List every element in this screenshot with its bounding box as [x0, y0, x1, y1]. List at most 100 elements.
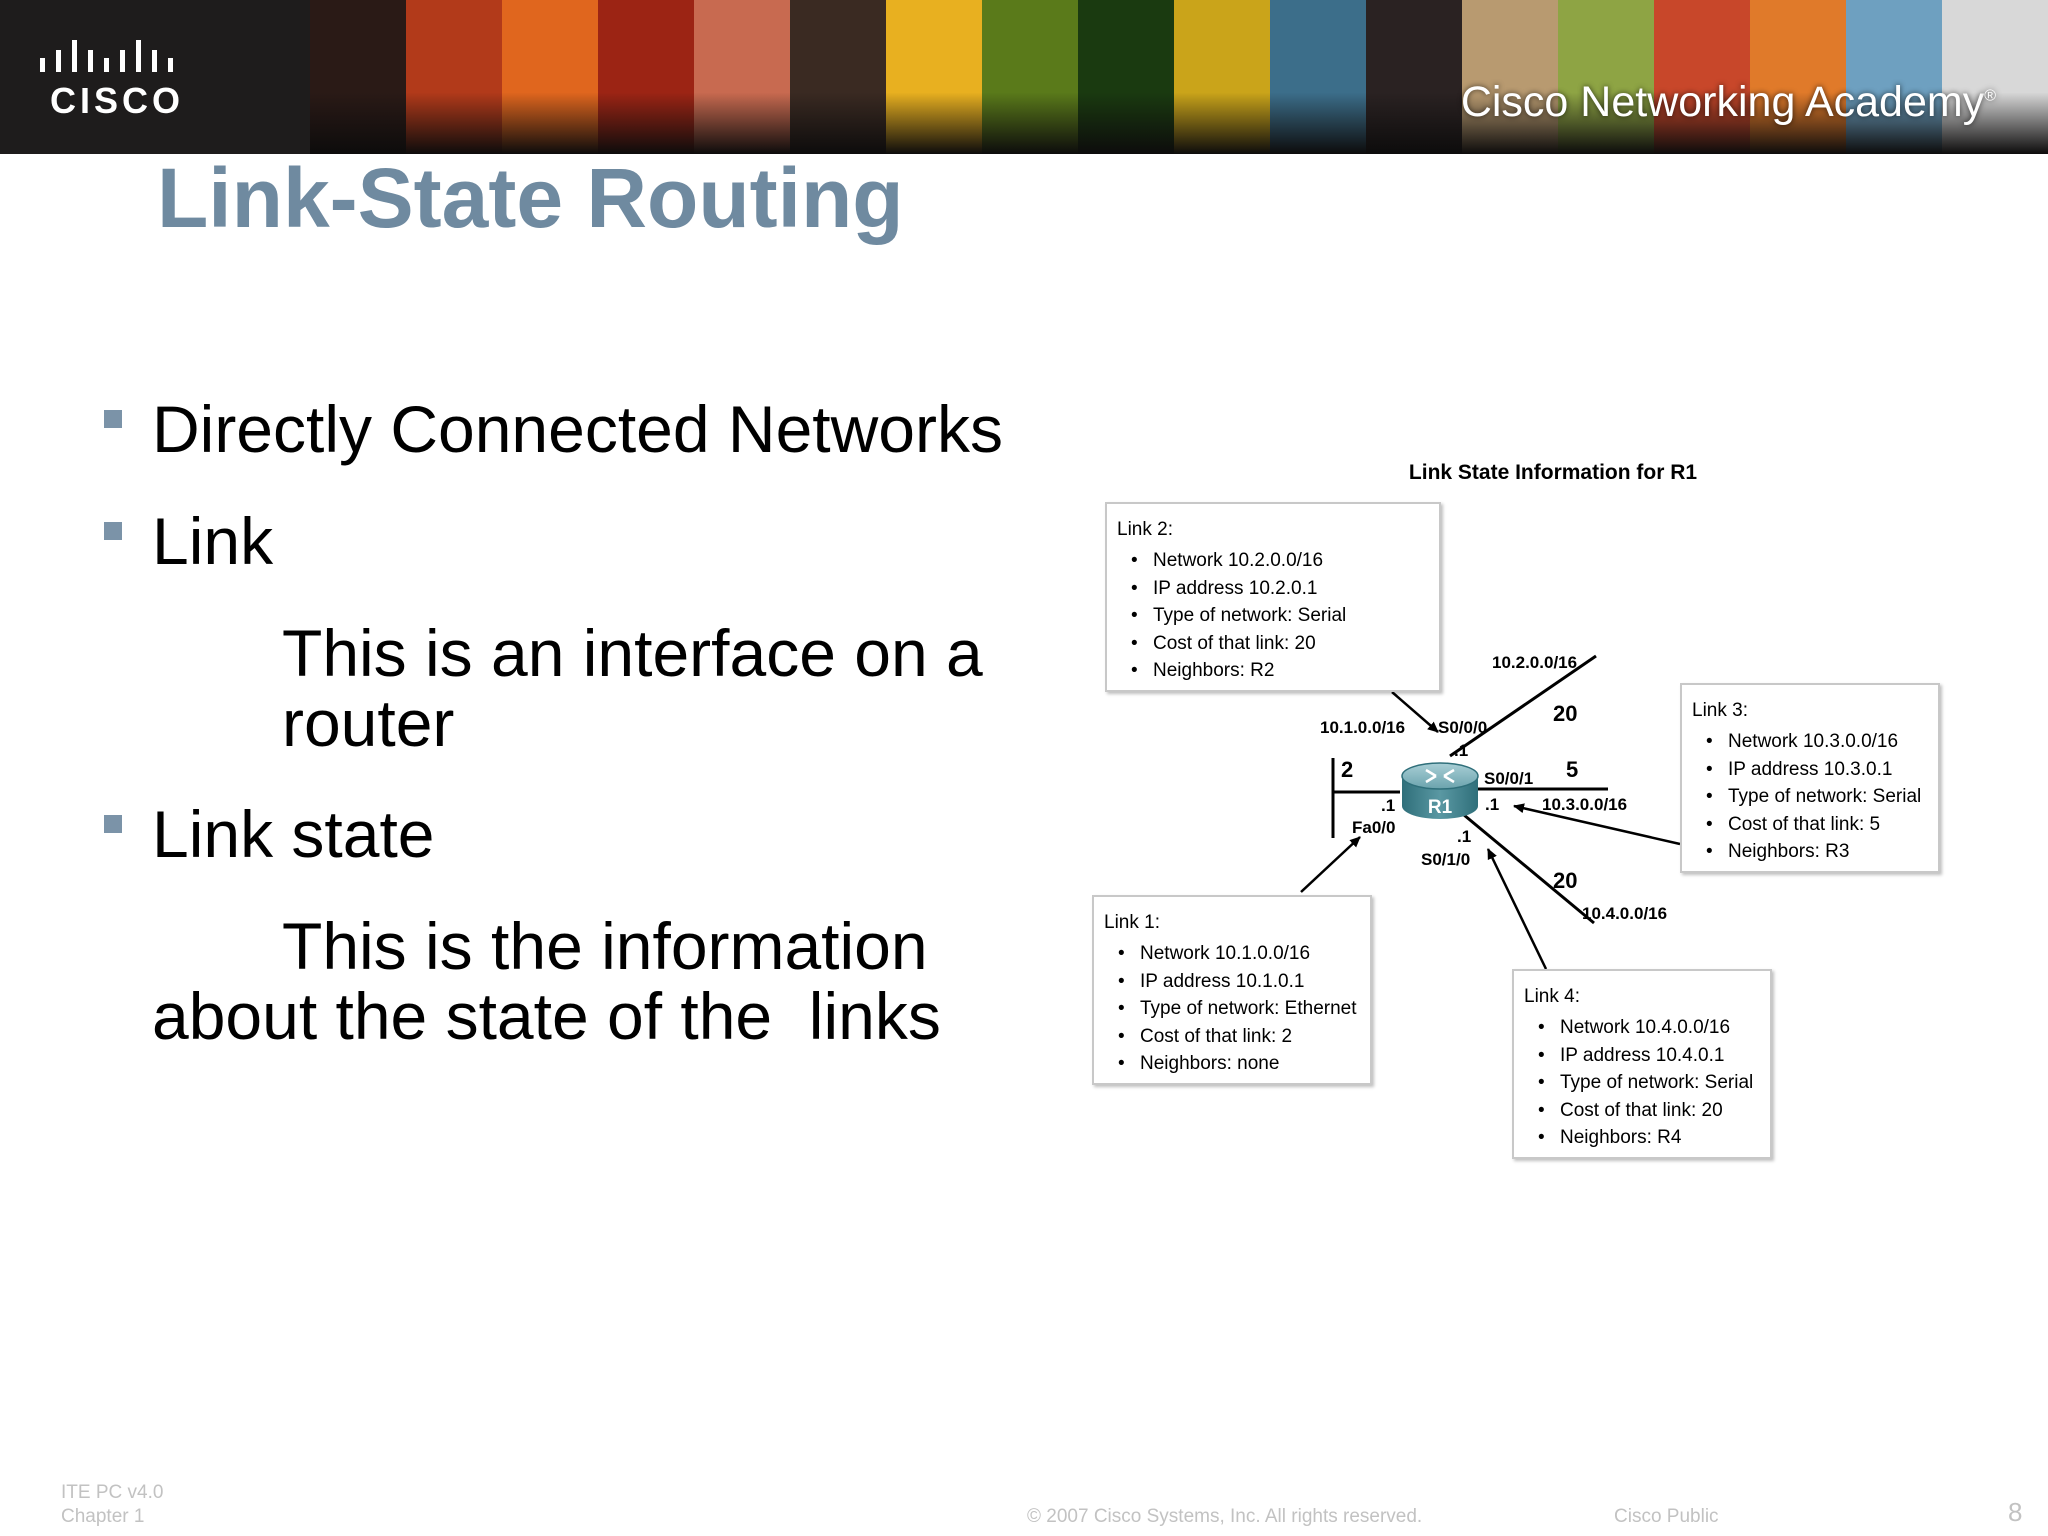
link4-details: Network 10.4.0.0/16 IP address 10.4.0.1 …	[1524, 1014, 1760, 1152]
footer-course: ITE PC v4.0	[61, 1482, 164, 1503]
link4-title: Link 4:	[1524, 986, 1580, 1007]
banner-photo-tile	[1942, 0, 2048, 154]
host-label-link3: .1	[1485, 795, 1499, 814]
list-item: Network 10.4.0.0/16	[1538, 1014, 1760, 1042]
list-item: Neighbors: R3	[1706, 838, 1928, 866]
banner-photo-tile	[1078, 0, 1174, 154]
list-item: Cost of that link: 20	[1131, 630, 1429, 658]
list-item: Network 10.3.0.0/16	[1706, 728, 1928, 756]
link2-cable	[1449, 654, 1597, 758]
interface-s010: S0/1/0	[1421, 850, 1470, 869]
interface-s001: S0/0/1	[1484, 769, 1533, 788]
list-item: Neighbors: R2	[1131, 657, 1429, 685]
bullet-link-state: Link state	[152, 797, 435, 871]
slide-title: Link-State Routing	[157, 151, 904, 245]
list-item: Cost of that link: 20	[1538, 1097, 1760, 1125]
bullet-square-icon	[104, 522, 122, 540]
banner-photo-tile	[598, 0, 694, 154]
list-item: Type of network: Serial	[1706, 783, 1928, 811]
link1-title: Link 1:	[1104, 912, 1160, 933]
banner-photo-tile	[1174, 0, 1270, 154]
network-label-10-3: 10.3.0.0/16	[1542, 795, 1627, 814]
banner-photo-tile	[1558, 0, 1654, 154]
interface-s000: S0/0/0	[1438, 718, 1487, 737]
banner-photo-tile	[1750, 0, 1846, 154]
registered-mark: ®	[1984, 87, 1996, 105]
cisco-wordmark: CISCO	[50, 80, 185, 121]
banner-photo-tile	[310, 0, 406, 154]
link-state-definition-line1: This is the information	[282, 909, 928, 983]
cost-link3: 5	[1566, 757, 1578, 782]
network-label-10-1: 10.1.0.0/16	[1320, 718, 1405, 737]
footer-classification: Cisco Public	[1614, 1506, 1719, 1527]
link-definition-line2: router	[282, 686, 455, 760]
cost-link1: 2	[1341, 757, 1353, 782]
link4-cable	[1463, 813, 1595, 925]
link-definition-line1: This is an interface on a	[282, 616, 983, 690]
link3-details: Network 10.3.0.0/16 IP address 10.3.0.1 …	[1692, 728, 1928, 866]
list-item: IP address 10.4.0.1	[1538, 1042, 1760, 1070]
academy-name: Cisco Networking Academy	[1460, 78, 1985, 126]
bullet-directly-connected: Directly Connected Networks	[152, 392, 1003, 466]
banner-photo-tile	[1366, 0, 1462, 154]
link2-info-box: Link 2: Network 10.2.0.0/16 IP address 1…	[1105, 502, 1441, 692]
link1-details: Network 10.1.0.0/16 IP address 10.1.0.1 …	[1104, 940, 1360, 1078]
banner-photo-tile	[982, 0, 1078, 154]
list-item: IP address 10.2.0.1	[1131, 575, 1429, 603]
host-label-link1: .1	[1381, 796, 1395, 815]
link2-details: Network 10.2.0.0/16 IP address 10.2.0.1 …	[1117, 547, 1429, 685]
banner-photo-tile	[790, 0, 886, 154]
cisco-bridge-icon	[40, 40, 173, 72]
link4-info-box: Link 4: Network 10.4.0.0/16 IP address 1…	[1512, 969, 1772, 1159]
list-item: Type of network: Ethernet	[1118, 995, 1360, 1023]
list-item: Network 10.2.0.0/16	[1131, 547, 1429, 575]
banner-photo-tile	[1654, 0, 1750, 154]
list-item: Cost of that link: 5	[1706, 811, 1928, 839]
banner-photo-tile	[502, 0, 598, 154]
banner-photo-tile	[1846, 0, 1942, 154]
link-state-diagram: Link State Information for R1 R1 10.1.0.…	[1080, 440, 2040, 1180]
cisco-logo: CISCO	[0, 0, 310, 154]
cost-link2: 20	[1553, 701, 1577, 726]
diagram-heading: Link State Information for R1	[1409, 461, 1698, 484]
banner-photo-tile	[886, 0, 982, 154]
list-item: Neighbors: R4	[1538, 1124, 1760, 1152]
link3-info-box: Link 3: Network 10.3.0.0/16 IP address 1…	[1680, 683, 1940, 873]
cost-link4: 20	[1553, 868, 1577, 893]
academy-wordmark: Cisco Networking Academy®	[1461, 78, 1996, 127]
bullet-square-icon	[104, 410, 122, 428]
link-state-definition-line2: about the state of the links	[152, 979, 941, 1053]
network-label-10-4: 10.4.0.0/16	[1582, 904, 1667, 923]
banner-photo-strip	[310, 0, 2048, 154]
page-number: 8	[2008, 1497, 2023, 1527]
bullet-link: Link	[152, 504, 274, 578]
network-label-10-2: 10.2.0.0/16	[1492, 653, 1577, 672]
link3-title: Link 3:	[1692, 700, 1748, 721]
banner-photo-tile	[1270, 0, 1366, 154]
banner-photo-tile	[1462, 0, 1558, 154]
link3-arrow	[1513, 803, 1681, 846]
link1-arrow	[1300, 836, 1361, 893]
list-item: Cost of that link: 2	[1118, 1023, 1360, 1051]
interface-fa00: Fa0/0	[1352, 818, 1395, 837]
list-item: IP address 10.1.0.1	[1118, 968, 1360, 996]
link2-title: Link 2:	[1117, 519, 1173, 540]
banner-photo-tile	[694, 0, 790, 154]
footer-copyright: © 2007 Cisco Systems, Inc. All rights re…	[1027, 1506, 1423, 1527]
link4-arrow	[1486, 848, 1548, 970]
topology-drawing: Link State Information for R1 R1 10.1.0.…	[1300, 461, 1698, 970]
list-item: Type of network: Serial	[1131, 602, 1429, 630]
header-banner: CISCO Cisco Networking Academy®	[0, 0, 2048, 154]
list-item: Type of network: Serial	[1538, 1069, 1760, 1097]
list-item: IP address 10.3.0.1	[1706, 756, 1928, 784]
host-label-link4: .1	[1457, 827, 1471, 846]
footer-chapter: Chapter 1	[61, 1506, 145, 1527]
bullet-square-icon	[104, 815, 122, 833]
router-r1-icon: R1	[1401, 762, 1479, 819]
list-item: Network 10.1.0.0/16	[1118, 940, 1360, 968]
link2-arrow	[1391, 691, 1439, 733]
link1-info-box: Link 1: Network 10.1.0.0/16 IP address 1…	[1092, 895, 1372, 1085]
banner-photo-tile	[406, 0, 502, 154]
router-label: R1	[1428, 797, 1453, 818]
